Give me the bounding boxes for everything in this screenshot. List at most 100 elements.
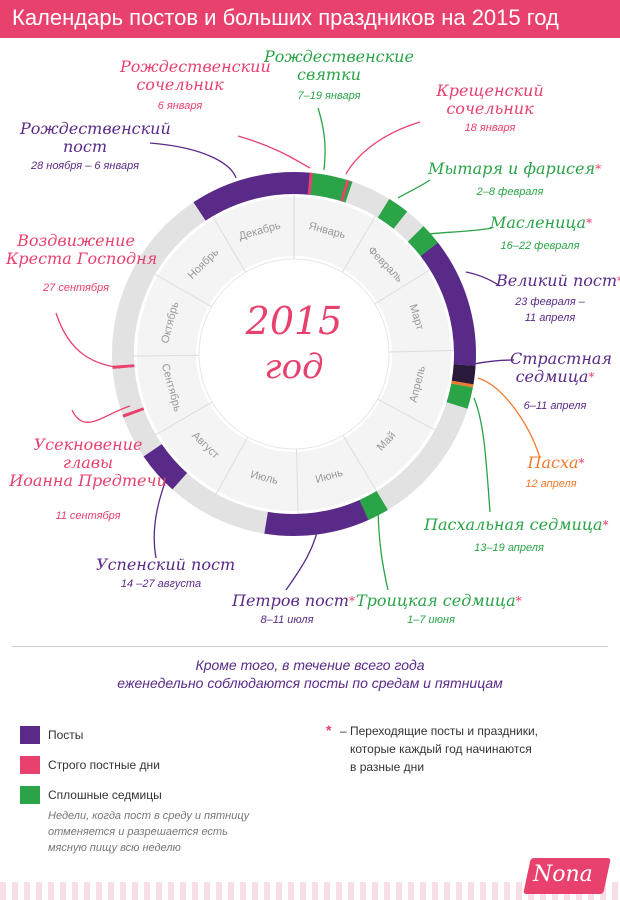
segment-kresh-sochelnik (340, 179, 350, 202)
lead-kresh-sochelnik (345, 121, 421, 175)
center-year: 2015 (245, 299, 343, 343)
legend-note-line3: мясную пищу всю неделю (48, 842, 181, 854)
page-title: Календарь постов и больших праздников на… (12, 5, 559, 30)
useknovenie-title1: Усекновение (33, 435, 143, 454)
rozhd-post-title1: Рождественский (20, 119, 171, 138)
star-note-line2: которые каждый год начинаются (350, 742, 532, 756)
star-note: – Переходящие посты и праздники, которые… (326, 722, 538, 776)
strastnaya-date: 6–11 апреля (523, 400, 587, 412)
lead-vozdvizhenie (55, 312, 121, 369)
kresh-sochelnik-date: 18 января (464, 122, 516, 134)
segment-velikiy-post (420, 242, 476, 366)
velikiy-post-date1: 23 февраля – (515, 296, 585, 308)
label-velikiy-post: Великий пост* (496, 272, 620, 290)
legend-label-solid: Сплошные седмицы (48, 788, 162, 802)
maslenitsa-date: 16–22 февраля (500, 240, 580, 252)
month-separator (341, 215, 376, 273)
paskha-title: Пасха (527, 453, 579, 472)
lead-rozhd-sochelnik (237, 135, 311, 169)
month-separator (295, 448, 299, 514)
label-rozhd-post: Рождественский пост (20, 119, 171, 156)
segment-rozhd-post (193, 172, 313, 221)
segment-paskh-sedmitsa (446, 383, 473, 409)
velikiy-post-title: Великий пост (496, 271, 618, 290)
lead-sviatki (317, 107, 326, 171)
lead-paskh-sedmitsa (473, 397, 491, 513)
label-petrov: Петров пост* (232, 592, 355, 610)
rozhd-sochelnik-title1: Рождественский (120, 57, 271, 76)
month-separator (388, 350, 454, 353)
lead-maslenitsa (429, 227, 493, 235)
legend-label-strict: Строго постные дни (48, 758, 160, 772)
rozhd-sochelnik-date: 6 января (157, 100, 203, 112)
legend-note-line2: отменяется и разрешается есть (48, 826, 228, 838)
label-uspenskiy: Успенский пост (96, 556, 235, 574)
legend-solid-note: Недели, когда пост в среду и пятницу отм… (48, 808, 249, 856)
vozdvizhenie-title1: Воздвижение (17, 231, 135, 250)
paskha-date: 12 апреля (525, 478, 577, 490)
lead-troitskaya (377, 499, 389, 591)
label-mytar: Мытаря и фарисея* (428, 160, 601, 178)
useknovenie-title2: главы (62, 453, 114, 472)
sviatki-title1: Рождественские (264, 47, 414, 66)
lead-rozhd-post (149, 142, 237, 179)
maslenitsa-title: Масленица (490, 213, 587, 232)
segment-strastnaya (451, 364, 476, 385)
star-note-line1: – Переходящие посты и праздники, (340, 724, 538, 738)
star-note-mark: * (326, 722, 332, 738)
legend-label-fasts: Посты (48, 728, 84, 742)
useknovenie-date: 11 сентября (55, 510, 121, 522)
divider (12, 646, 608, 647)
lead-strastnaya (473, 359, 515, 365)
star-mark: * (348, 594, 355, 608)
strastnaya-title2: седмица (515, 367, 589, 386)
label-paskha: Пасха* (516, 454, 596, 472)
star-mark: * (588, 370, 595, 384)
month-separator (154, 273, 212, 308)
month-separator (377, 398, 436, 431)
segment-troitskaya (359, 491, 388, 521)
legend-note-line1: Недели, когда пост в среду и пятницу (48, 810, 250, 822)
star-mark: * (617, 274, 620, 288)
mytar-title: Мытаря и фарисея (428, 159, 596, 178)
lead-velikiy-post (465, 271, 501, 287)
troitskaya-title: Троицкая седмица (356, 591, 516, 610)
segment-useknovenie (122, 407, 145, 418)
month-separator (212, 215, 247, 273)
bottom-pattern (0, 882, 620, 900)
label-strastnaya: Страстная седмица* (510, 350, 612, 386)
lead-paskha (477, 377, 541, 459)
kresh-sochelnik-title2: сочельник (446, 99, 534, 118)
label-paskh-sedmitsa: Пасхальная седмица* (424, 516, 609, 534)
star-mark: * (515, 594, 522, 608)
label-troitskaya: Троицкая седмица* (356, 591, 522, 610)
sviatki-date: 7–19 января (297, 90, 361, 102)
uspenskiy-title: Успенский пост (96, 555, 236, 574)
star-mark: * (586, 216, 593, 230)
segment-uspenskiy (143, 444, 188, 490)
star-mark: * (578, 456, 585, 470)
velikiy-post-date2: 11 апреля (524, 312, 576, 324)
useknovenie-title3: Иоанна Предтечи (9, 471, 167, 490)
note-line2: еженедельно соблюдаются посты по средам … (117, 675, 503, 691)
label-rozhd-sochelnik: Рождественский сочельник (120, 57, 271, 94)
petrov-date: 8–11 июля (260, 614, 314, 626)
month-separator (155, 401, 213, 436)
segment-petrov (264, 499, 369, 536)
paskh-sedmitsa-title: Пасхальная седмица (424, 515, 603, 534)
label-sviatki: Рождественские святки (264, 47, 414, 84)
petrov-title: Петров пост (232, 591, 349, 610)
rozhd-post-title2: пост (62, 137, 108, 156)
leader-lines (55, 107, 541, 591)
paskh-sedmitsa-date: 13–19 апреля (474, 542, 544, 554)
mytar-date: 2–8 февраля (476, 186, 544, 198)
legend-swatch-solid (20, 786, 40, 804)
segment-paskha (451, 380, 474, 388)
rozhd-sochelnik-title2: сочельник (136, 75, 224, 94)
lead-mytar (397, 179, 431, 199)
vozdvizhenie-title2: Креста Господня (6, 249, 158, 268)
legend-swatch-fasts (20, 726, 40, 744)
month-separator (374, 269, 431, 305)
star-note-line3: в разные дни (350, 760, 425, 774)
kresh-sochelnik-title1: Крещенский (436, 81, 544, 100)
